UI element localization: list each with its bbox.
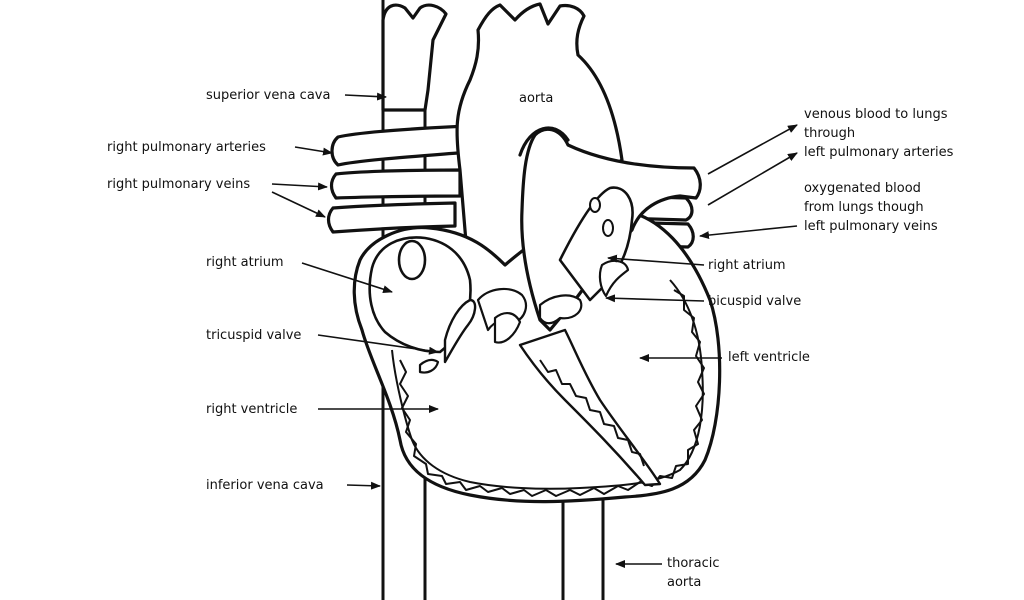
arrow-superior-vena-cava [344, 92, 387, 101]
arrow-right-pulmonary-veins-1 [271, 182, 328, 191]
label-venous-blood-line-2: through [804, 126, 856, 141]
arrow-tricuspid-valve [317, 334, 439, 355]
arrow-right-atrium-left [301, 262, 393, 294]
label-thoracic-aorta-line-1: thoracic [667, 556, 720, 571]
label-oxygenated-blood-line-1: oxygenated blood [804, 181, 921, 196]
label-aorta: aorta [519, 91, 554, 106]
label-venous-blood: venous blood to lungs through left pulmo… [804, 105, 953, 162]
label-venous-blood-line-3: left pulmonary arteries [804, 145, 954, 160]
label-venous-blood-line-1: venous blood to lungs [804, 107, 948, 122]
label-right-ventricle: right ventricle [206, 402, 298, 417]
label-right-atrium-right: right atrium [708, 258, 786, 273]
label-inferior-vena-cava: inferior vena cava [206, 478, 324, 493]
label-thoracic-aorta: thoracic aorta [667, 554, 720, 592]
label-superior-vena-cava: superior vena cava [206, 88, 331, 103]
label-bicuspid-valve: bicuspid valve [708, 294, 802, 309]
right-pulmonary-vessels [326, 124, 472, 234]
arrow-inferior-vena-cava [346, 481, 381, 490]
arrow-bicuspid-valve [605, 294, 705, 303]
label-oxygenated-blood-line-2: from lungs though [804, 200, 924, 215]
arrow-right-atrium-right [607, 254, 705, 266]
label-right-pulmonary-arteries: right pulmonary arteries [107, 140, 266, 155]
arrow-venous-blood-2 [707, 152, 798, 206]
label-right-pulmonary-veins: right pulmonary veins [107, 177, 251, 192]
label-oxygenated-blood: oxygenated blood from lungs though left … [804, 179, 938, 236]
label-thoracic-aorta-line-2: aorta [667, 575, 702, 590]
label-tricuspid-valve: tricuspid valve [206, 328, 302, 343]
arrow-oxygenated-blood [699, 225, 798, 240]
heart-body [352, 126, 722, 504]
arrow-right-pulmonary-veins-2 [271, 191, 326, 218]
arrow-venous-blood-1 [707, 124, 798, 175]
label-left-ventricle: left ventricle [728, 350, 810, 365]
label-oxygenated-blood-line-3: left pulmonary veins [804, 219, 938, 234]
label-arrows [271, 92, 798, 568]
label-right-atrium-left: right atrium [206, 255, 284, 270]
arrow-right-pulmonary-arteries [294, 146, 333, 156]
